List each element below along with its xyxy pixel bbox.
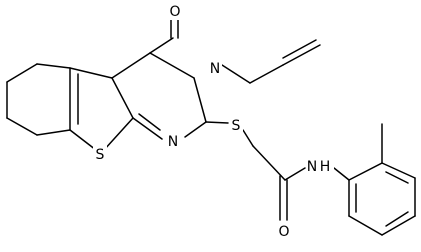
bond: [381, 215, 416, 236]
sulfur-thiophene: S: [93, 145, 107, 163]
svg-text:N: N: [168, 134, 178, 150]
bond: [385, 171, 409, 184]
nitrogen-amide: N: [307, 159, 317, 175]
bond: [69, 67, 113, 79]
bond: [205, 121, 229, 124]
bond: [348, 162, 383, 181]
bond: [6, 117, 38, 136]
nitrogen-ring-1: N: [166, 132, 180, 150]
bond: [149, 37, 174, 54]
bond: [138, 113, 161, 131]
bond: [282, 39, 317, 59]
bond: [103, 117, 134, 151]
bond: [132, 117, 163, 140]
bond: [193, 77, 207, 123]
bond: [69, 129, 97, 151]
svg-text:O: O: [278, 224, 289, 240]
bond: [385, 211, 409, 227]
sulfur-thioether: S: [229, 116, 243, 134]
bond: [284, 167, 306, 181]
bonds: [6, 19, 416, 236]
oxygen-carbonyl-ring: O: [168, 2, 182, 20]
bond: [149, 52, 195, 79]
svg-text:S: S: [232, 118, 241, 134]
bond: [333, 167, 350, 181]
bond: [111, 52, 151, 79]
atom-labels: O N S N S N H O: [93, 2, 334, 240]
bond: [282, 44, 321, 66]
bond: [111, 77, 134, 119]
bond: [221, 64, 251, 84]
bond: [36, 63, 71, 69]
bond: [381, 162, 416, 179]
bond: [242, 129, 254, 147]
bond: [6, 63, 38, 83]
svg-text:N: N: [210, 61, 220, 77]
bond: [36, 129, 71, 136]
bond: [184, 121, 207, 138]
nitrogen-ring-3: N: [208, 59, 222, 77]
svg-text:O: O: [169, 4, 180, 20]
bond: [252, 145, 286, 181]
bond: [249, 64, 284, 84]
hydrogen-amide: H: [320, 159, 331, 175]
svg-text:S: S: [96, 147, 105, 163]
amide-nh: N H: [306, 157, 334, 175]
oxygen-amide: O: [277, 222, 291, 240]
bond: [348, 215, 383, 236]
